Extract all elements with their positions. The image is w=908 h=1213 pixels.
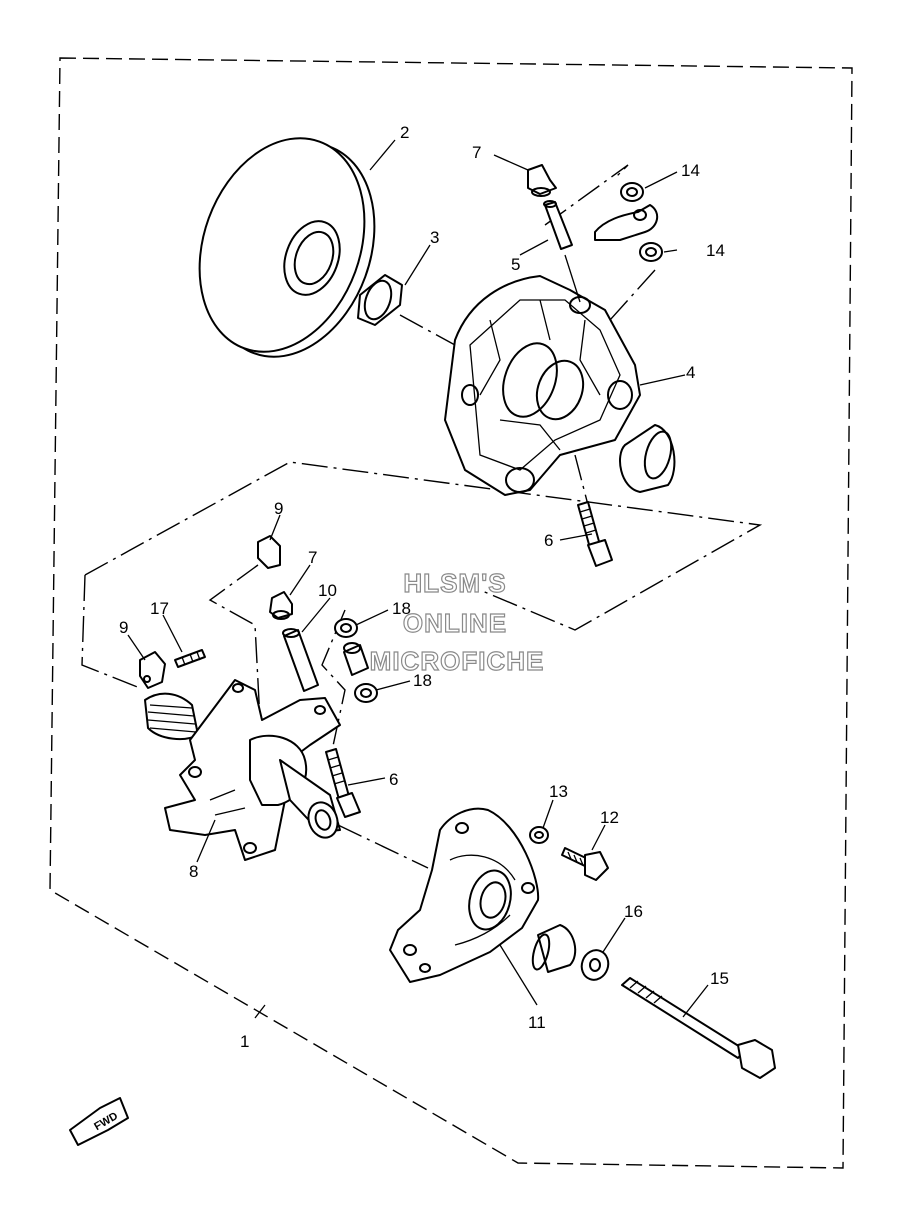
part-4-housing <box>444 275 641 496</box>
part-7-nipple-lower <box>269 591 293 620</box>
chain-outline-right <box>609 269 656 321</box>
part-14-arm <box>594 204 659 241</box>
callout-14-upper: 14 <box>681 161 700 180</box>
part-14-washer-bottom <box>639 242 663 262</box>
part-18-washer-bottom <box>354 683 378 703</box>
watermark-line-1: HLSM'S <box>403 568 506 598</box>
part-2-sheave <box>198 137 376 358</box>
chain-line-4-to-6 <box>574 454 589 506</box>
callout-12: 12 <box>600 808 619 827</box>
callout-8: 8 <box>189 862 198 881</box>
chain-outline-left <box>81 574 141 689</box>
watermark-line-3: MICROFICHE <box>370 646 545 676</box>
callout-17: 17 <box>150 599 169 618</box>
callout-18-upper: 18 <box>392 599 411 618</box>
callout-7-upper: 7 <box>472 143 481 162</box>
part-11-cover <box>389 807 540 983</box>
callout-9-upper: 9 <box>274 499 283 518</box>
callout-6-lower: 6 <box>389 770 398 789</box>
callout-16: 16 <box>624 902 643 921</box>
part-14-washer-top <box>620 182 644 202</box>
part-7-nipple-upper <box>527 164 557 197</box>
watermark-line-2: ONLINE <box>403 608 507 638</box>
part-13-washer <box>529 826 549 844</box>
part-12-bolt <box>561 847 609 881</box>
part-9-weight-upper <box>257 535 281 569</box>
part-3-bushing <box>357 274 403 326</box>
leader-lines <box>127 139 709 1019</box>
callout-6-upper: 6 <box>544 531 553 550</box>
part-4-seal <box>619 424 676 493</box>
callout-7-lower: 7 <box>308 548 317 567</box>
callout-15: 15 <box>710 969 729 988</box>
part-10-roller <box>282 628 319 692</box>
callout-13: 13 <box>549 782 568 801</box>
part-17-pin <box>174 649 206 668</box>
callout-18-lower: 18 <box>413 671 432 690</box>
chain-line-8-to-11 <box>337 824 429 869</box>
assembly-boundary <box>49 57 853 1169</box>
chain-line-3-to-4 <box>399 314 456 346</box>
callout-labels: 2 3 7 5 14 14 4 6 9 7 10 18 18 17 9 6 8 … <box>119 123 729 1051</box>
callout-3: 3 <box>430 228 439 247</box>
part-5-pin <box>543 200 573 250</box>
callout-9-lower: 9 <box>119 618 128 637</box>
part-8-spider <box>144 679 341 861</box>
callout-14-lower: 14 <box>706 241 725 260</box>
part-16-washer <box>580 949 610 981</box>
callout-10: 10 <box>318 581 337 600</box>
part-9-weight-lower <box>139 651 166 689</box>
callout-1: 1 <box>240 1032 249 1051</box>
part-11-bushing <box>531 924 577 973</box>
part-18-washer-top <box>334 618 358 638</box>
fwd-arrow-icon: FWD <box>69 1097 129 1146</box>
part-6-bolt-lower <box>325 748 361 818</box>
chain-outline-lower <box>84 461 763 631</box>
callout-5: 5 <box>511 255 520 274</box>
chain-outline-9-7 <box>208 564 261 721</box>
watermark: HLSM'S ONLINE MICROFICHE <box>369 567 545 676</box>
part-6-bolt-upper <box>577 501 613 567</box>
chain-outline-upper <box>544 164 629 226</box>
part-18-spacer <box>343 642 369 676</box>
callout-11: 11 <box>528 1013 546 1032</box>
callout-4: 4 <box>686 363 695 382</box>
part-15-bolt <box>621 977 776 1079</box>
callout-2: 2 <box>400 123 409 142</box>
